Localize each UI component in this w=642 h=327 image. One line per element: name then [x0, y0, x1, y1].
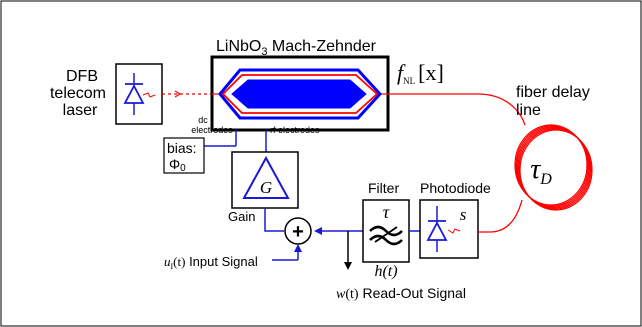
input-signal-label: uI(t) Input Signal — [164, 254, 258, 271]
summing-junction: + — [284, 217, 312, 245]
mach-zehnder-modulator: LiNbO3 Mach-Zehnder — [210, 38, 390, 132]
laser-label-line3: laser — [63, 102, 98, 119]
dc-electrodes-label-line2: electrodes — [191, 125, 233, 135]
filter-label: Filter — [368, 180, 399, 196]
dfb-laser: DFB telecom laser — [50, 63, 163, 125]
photodiode-icon — [426, 206, 461, 252]
bias-label: bias: — [167, 140, 197, 156]
sum-symbol: + — [292, 221, 304, 243]
delay-symbol: τD — [530, 154, 552, 188]
bias-box: bias: Φ0 — [163, 130, 237, 174]
bias-phi-label: Φ0 — [169, 156, 186, 174]
gain-symbol: G — [260, 178, 272, 197]
dc-electrodes-label-line1: dc — [198, 115, 208, 125]
photodiode-s: s — [460, 205, 467, 224]
laser-diode-icon — [123, 73, 156, 115]
delay-label-line2: line — [516, 102, 541, 119]
photodiode: Photodiode s — [419, 180, 491, 259]
photodiode-label: Photodiode — [420, 180, 491, 196]
laser-output-beam — [162, 90, 212, 98]
delay-label-line1: fiber delay — [516, 84, 590, 101]
readout-label: w(t) Read-Out Signal — [336, 285, 466, 302]
fiber-delay-line: fiber delay line τD — [388, 84, 593, 233]
laser-label-line1: DFB — [66, 68, 98, 85]
transfer-function-label: fNL[x] — [397, 60, 444, 86]
sum-to-gain-line — [264, 208, 284, 232]
filter-tau: τ — [383, 202, 390, 222]
mz-title: LiNbO3 Mach-Zehnder — [216, 38, 377, 58]
rf-electrodes-label: rf electrodes — [270, 125, 320, 135]
filter-h: h(t) — [374, 263, 397, 280]
filter-lowpass-icon — [369, 225, 403, 246]
gain-label: Gain — [228, 209, 255, 224]
filter-block: Filter τ h(t) — [362, 180, 410, 280]
gain-amplifier: G Gain — [228, 151, 299, 224]
electrode-region — [231, 79, 367, 109]
laser-label-line2: telecom — [50, 85, 106, 102]
